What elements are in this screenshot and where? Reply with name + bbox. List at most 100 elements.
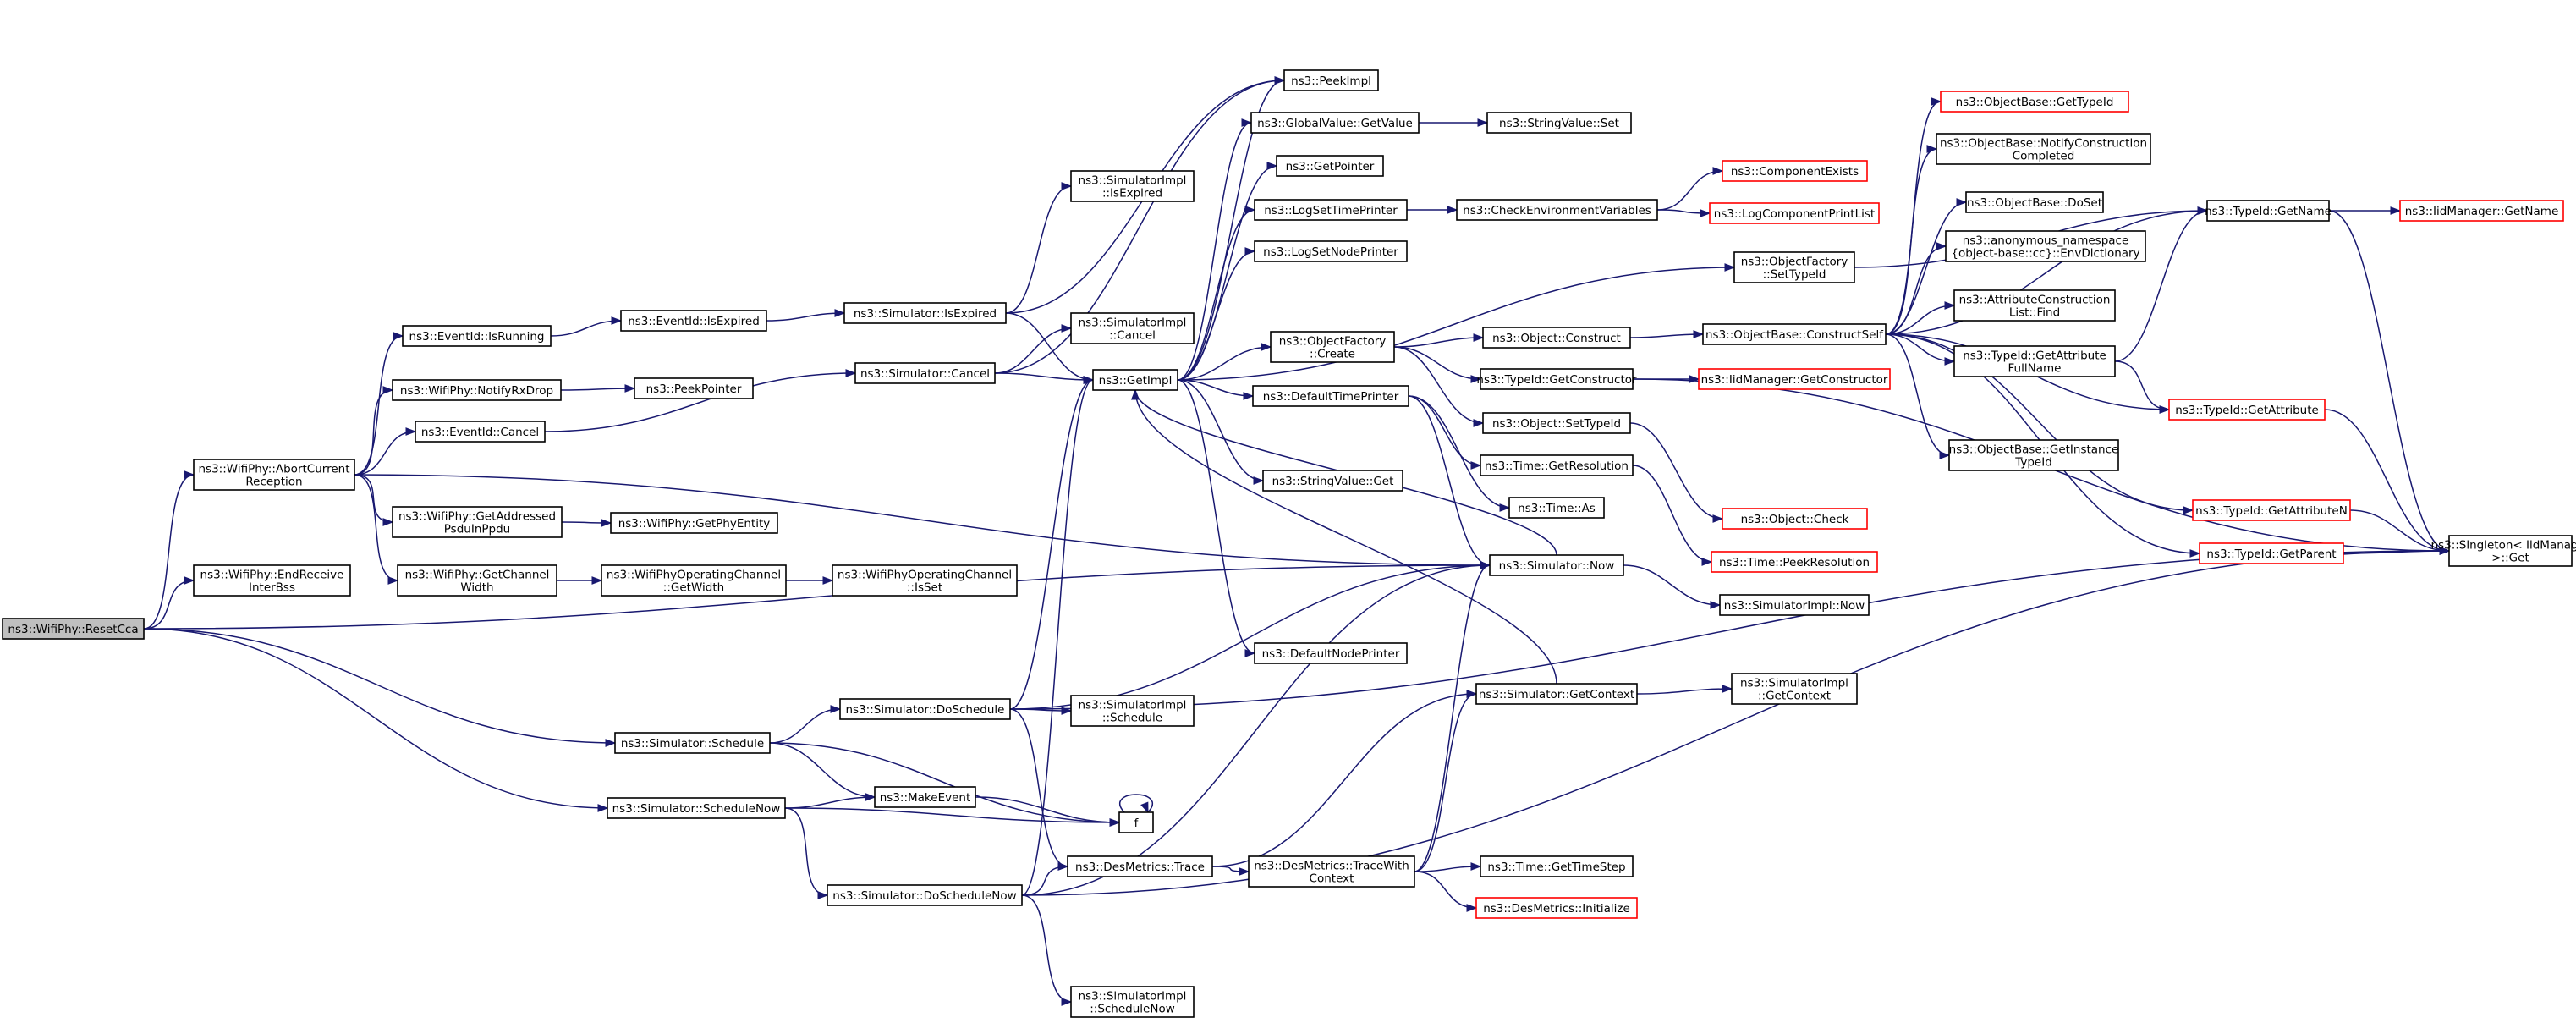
node-label: ns3::anonymous_namespace	[1963, 234, 2129, 248]
node-doschedule[interactable]: ns3::Simulator::DoSchedule	[839, 698, 1011, 720]
node-getphyentity[interactable]: ns3::WifiPhy::GetPhyEntity	[610, 512, 778, 534]
edge-line	[1623, 564, 1721, 606]
node-schedulenow[interactable]: ns3::Simulator::ScheduleNow	[607, 797, 786, 819]
node-eventid-cancel[interactable]: ns3::EventId::Cancel	[415, 421, 546, 443]
node-label: ns3::ObjectFactory	[1279, 335, 1387, 349]
node-typeid-getattribute[interactable]: ns3::TypeId::GetAttribute	[2168, 399, 2326, 421]
node-simimpl-schedule[interactable]: ns3::SimulatorImpl::Schedule	[1070, 695, 1195, 727]
node-desmetrics-initialize[interactable]: ns3::DesMetrics::Initialize	[1475, 897, 1638, 919]
node-globalvalue-getvalue[interactable]: ns3::GlobalValue::GetValue	[1250, 112, 1420, 134]
node-sim-now[interactable]: ns3::Simulator::Now	[1489, 554, 1624, 576]
node-typeid-getconstructor[interactable]: ns3::TypeId::GetConstructor	[1476, 368, 1637, 390]
node-label: ns3::DesMetrics::Initialize	[1483, 902, 1630, 916]
node-label: ns3::DefaultNodePrinter	[1262, 647, 1400, 661]
node-simimpl-now[interactable]: ns3::SimulatorImpl::Now	[1719, 594, 1870, 616]
edge-line	[1177, 379, 1264, 481]
node-stringvalue-get[interactable]: ns3::StringValue::Get	[1262, 470, 1403, 492]
edge-line	[769, 742, 1120, 823]
edge-time_getresolution-to-time_peekresolution	[1632, 465, 1713, 566]
node-logcomponentprintlist[interactable]: ns3::LogComponentPrintList	[1709, 202, 1880, 224]
node-label: ns3::ObjectBase::NotifyConstruction	[1940, 137, 2147, 151]
node-time-getresolution[interactable]: ns3::Time::GetResolution	[1480, 454, 1634, 476]
node-typeid-getattributen[interactable]: ns3::TypeId::GetAttributeN	[2192, 499, 2351, 521]
node-peekimpl[interactable]: ns3::PeekImpl	[1283, 69, 1379, 91]
node-object-check[interactable]: ns3::Object::Check	[1722, 508, 1868, 530]
arrowhead	[605, 739, 617, 747]
node-componentexists[interactable]: ns3::ComponentExists	[1722, 160, 1868, 182]
node-objectbase-notify[interactable]: ns3::ObjectBase::NotifyConstructionCompl…	[1936, 133, 2151, 165]
node-box	[827, 884, 1023, 906]
node-label: ns3::LogSetNodePrinter	[1263, 245, 1398, 259]
node-time-gettimestep[interactable]: ns3::Time::GetTimeStep	[1480, 855, 1634, 877]
node-box	[415, 421, 546, 443]
node-object-construct[interactable]: ns3::Object::Construct	[1482, 327, 1631, 349]
node-logsettimeprinter[interactable]: ns3::LogSetTimePrinter	[1254, 199, 1408, 221]
node-defaultnodeprinter[interactable]: ns3::DefaultNodePrinter	[1254, 642, 1408, 664]
node-iidmanager-getname[interactable]: ns3::IidManager::GetName	[2399, 200, 2564, 222]
node-objectbase-constructself[interactable]: ns3::ObjectBase::ConstructSelf	[1702, 323, 1887, 345]
node-simimpl-getcontext[interactable]: ns3::SimulatorImpl::GetContext	[1731, 673, 1858, 705]
node-objectbase-doset[interactable]: ns3::ObjectBase::DoSet	[1965, 191, 2104, 213]
node-envdictionary[interactable]: ns3::anonymous_namespace{object-base::cc…	[1945, 230, 2146, 262]
node-checkenv[interactable]: ns3::CheckEnvironmentVariables	[1456, 199, 1658, 221]
edge-abortcurrent-to-eventid_isrunning	[354, 332, 404, 476]
node-schedule[interactable]: ns3::Simulator::Schedule	[614, 732, 771, 754]
node-objectfactory-create[interactable]: ns3::ObjectFactory::Create	[1270, 331, 1395, 363]
node-box	[1719, 594, 1870, 616]
node-makeevent[interactable]: ns3::MakeEvent	[874, 786, 976, 808]
node-opchan-getwidth[interactable]: ns3::WifiPhyOperatingChannel::GetWidth	[601, 564, 787, 597]
node-box	[1698, 368, 1891, 390]
edge-line	[994, 80, 1285, 374]
node-sim-isexpired[interactable]: ns3::Simulator::IsExpired	[843, 302, 1007, 324]
node-logsetnodeprinter[interactable]: ns3::LogSetNodePrinter	[1254, 240, 1408, 262]
arrowhead	[387, 576, 399, 585]
edge-line	[354, 474, 398, 581]
node-defaulttimeprinter[interactable]: ns3::DefaultTimePrinter	[1252, 385, 1409, 407]
node-getimpl[interactable]: ns3::GetImpl	[1092, 369, 1178, 391]
node-object-settypeid[interactable]: ns3::Object::SetTypeId	[1482, 412, 1631, 434]
node-label: ns3::SimulatorImpl	[1079, 316, 1187, 330]
node-iidmanager-getconstructor[interactable]: ns3::IidManager::GetConstructor	[1698, 368, 1891, 390]
node-simimpl-cancel[interactable]: ns3::SimulatorImpl::Cancel	[1070, 312, 1195, 344]
node-f[interactable]: f	[1118, 811, 1154, 833]
node-box	[1953, 345, 2116, 377]
node-sim-cancel[interactable]: ns3::Simulator::Cancel	[854, 362, 996, 384]
node-time-peekresolution[interactable]: ns3::Time::PeekResolution	[1711, 551, 1878, 573]
node-eventid-isrunning[interactable]: ns3::EventId::IsRunning	[402, 325, 552, 347]
node-label: ns3::SimulatorImpl	[1079, 174, 1187, 188]
node-notifyrxdrop[interactable]: ns3::WifiPhy::NotifyRxDrop	[392, 379, 562, 401]
node-time-as[interactable]: ns3::Time::As	[1508, 497, 1605, 519]
node-typeid-getname[interactable]: ns3::TypeId::GetName	[2205, 200, 2332, 222]
node-simimpl-schedulenow[interactable]: ns3::SimulatorImpl::ScheduleNow	[1070, 986, 1195, 1018]
edge-line	[2328, 210, 2450, 552]
node-eventid-isexpired[interactable]: ns3::EventId::IsExpired	[620, 310, 767, 332]
node-getpointer[interactable]: ns3::GetPointer	[1276, 155, 1384, 177]
edge-line	[1177, 267, 1735, 381]
node-sim-getcontext[interactable]: ns3::Simulator::GetContext	[1475, 683, 1638, 705]
node-resetcca[interactable]: ns3::WifiPhy::ResetCca	[2, 618, 145, 640]
node-desmetrics-trace[interactable]: ns3::DesMetrics::Trace	[1067, 855, 1213, 877]
node-singleton-get[interactable]: ns3::Singleton< IidManager >::Get	[2431, 535, 2576, 567]
arrowhead	[1724, 263, 1736, 272]
node-objectfactory-settypeid[interactable]: ns3::ObjectFactory::SetTypeId	[1733, 251, 1855, 283]
node-opchan-isset[interactable]: ns3::WifiPhyOperatingChannel::IsSet	[832, 564, 1018, 597]
edge-objectfactory_create-to-typeid_getconstructor	[1393, 346, 1482, 383]
arrowhead	[601, 519, 612, 527]
node-doschedulenow[interactable]: ns3::Simulator::DoScheduleNow	[827, 884, 1023, 906]
node-peekpointer[interactable]: ns3::PeekPointer	[634, 377, 754, 399]
arrowhead	[1926, 145, 1938, 153]
node-label: Completed	[2013, 150, 2075, 163]
node-box	[1948, 439, 2119, 471]
node-simimpl-isexpired[interactable]: ns3::SimulatorImpl::IsExpired	[1070, 170, 1195, 202]
node-objectbase-gettypeid[interactable]: ns3::ObjectBase::GetTypeId	[1940, 91, 2129, 113]
node-stringvalue-set[interactable]: ns3::StringValue::Set	[1486, 112, 1632, 134]
node-typeid-getparent[interactable]: ns3::TypeId::GetParent	[2199, 542, 2344, 564]
